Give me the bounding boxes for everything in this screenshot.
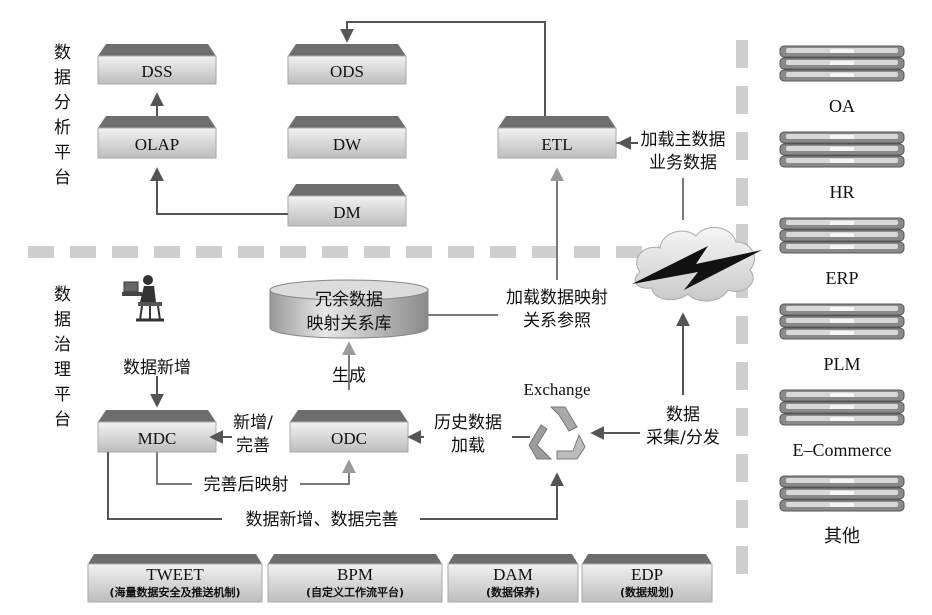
mapping-database-line2: 映射关系库 [307, 314, 392, 334]
exchange-label: Exchange [523, 380, 590, 399]
module-dam[interactable]: DAM(数据保养) [447, 554, 579, 603]
system-label: PLM [823, 354, 860, 374]
mapping-database-line1: 冗余数据 [315, 290, 383, 310]
system-label: 其他 [824, 526, 860, 546]
module-title: BPM [337, 565, 373, 584]
system-3[interactable]: PLM [779, 303, 905, 374]
mapping-ref-label-1: 加载数据映射 [506, 288, 608, 308]
network-cloud-icon [632, 227, 762, 302]
add-improve-label-1: 新增/ [233, 413, 273, 433]
server-stack-icon [779, 217, 905, 254]
generate-label: 生成 [332, 366, 366, 386]
dm-label: DM [333, 203, 360, 222]
mapping-ref-label-2: 关系参照 [523, 311, 591, 331]
module-subtitle: (数据保养) [486, 585, 540, 599]
system-label: OA [829, 96, 855, 116]
dm-box[interactable]: DM [287, 184, 407, 227]
olap-box[interactable]: OLAP [97, 116, 217, 159]
history-load-label-1: 历史数据 [434, 413, 502, 433]
add-improve-label-2: 完善 [236, 436, 270, 456]
system-0[interactable]: OA [779, 45, 905, 116]
module-bpm[interactable]: BPM(自定义工作流平台) [267, 554, 443, 603]
etl-box[interactable]: ETL [497, 116, 617, 159]
ods-box[interactable]: ODS [287, 44, 407, 85]
module-tweet[interactable]: TWEET(海量数据安全及推送机制) [87, 554, 263, 603]
ods-label: ODS [330, 62, 364, 81]
etl-source-label-1: 加载主数据 [641, 130, 726, 150]
etl-label: ETL [541, 135, 572, 154]
olap-label: OLAP [135, 135, 179, 154]
module-subtitle: (数据规划) [620, 585, 674, 599]
module-title: EDP [631, 565, 663, 584]
dw-box[interactable]: DW [287, 116, 407, 159]
system-label: ERP [825, 268, 858, 288]
dss-label: DSS [141, 62, 172, 81]
post-mapping-label: 完善后映射 [204, 475, 289, 495]
module-subtitle: (自定义工作流平台) [306, 585, 404, 599]
system-1[interactable]: HR [779, 131, 905, 202]
governance-platform-label: 数据治理平台 [54, 285, 71, 430]
user-at-computer-icon [122, 275, 164, 322]
server-stack-icon [779, 389, 905, 426]
dw-label: DW [333, 135, 362, 154]
server-stack-icon [779, 303, 905, 340]
mdc-box[interactable]: MDC [97, 410, 217, 453]
collect-label-1: 数据 [666, 405, 700, 425]
system-2[interactable]: ERP [779, 217, 905, 288]
system-4[interactable]: E–Commerce [779, 389, 905, 460]
mapping-database[interactable]: 冗余数据 映射关系库 [269, 279, 429, 339]
server-stack-icon [779, 45, 905, 82]
collect-label-2: 采集/分发 [646, 428, 720, 448]
analysis-platform-label: 数据分析平台 [54, 43, 71, 188]
add-improve-bottom-label: 数据新增、数据完善 [246, 510, 399, 530]
module-title: TWEET [146, 565, 204, 584]
odc-box[interactable]: ODC [289, 410, 409, 453]
module-edp[interactable]: EDP(数据规划) [581, 554, 713, 603]
module-subtitle: (海量数据安全及推送机制) [109, 585, 240, 599]
exchange-icon [528, 406, 586, 460]
bottom-modules: TWEET(海量数据安全及推送机制)BPM(自定义工作流平台)DAM(数据保养)… [87, 554, 713, 603]
system-5[interactable]: 其他 [779, 475, 905, 546]
server-stack-icon [779, 131, 905, 168]
server-stack-icon [779, 475, 905, 512]
history-load-label-2: 加载 [451, 436, 485, 456]
data-add-label: 数据新增 [123, 358, 191, 378]
dss-box[interactable]: DSS [97, 44, 217, 85]
module-title: DAM [493, 565, 533, 584]
mdc-label: MDC [138, 429, 177, 448]
system-label: HR [829, 182, 854, 202]
odc-label: ODC [331, 429, 367, 448]
system-label: E–Commerce [793, 440, 892, 460]
source-systems: OA HR ERP PLM E–Commerce 其他 [779, 45, 905, 546]
etl-source-label-2: 业务数据 [649, 153, 717, 173]
